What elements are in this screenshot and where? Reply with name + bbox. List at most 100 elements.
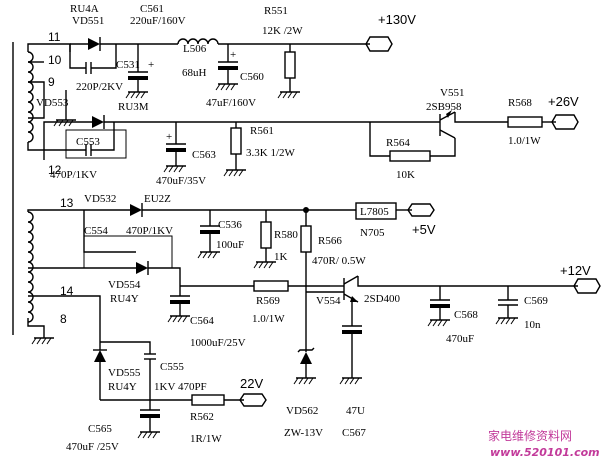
c569-label: C569	[524, 295, 548, 307]
c555-label: C555	[160, 361, 184, 373]
c563-label: C563	[192, 149, 216, 161]
c536-value: 100uF	[216, 239, 244, 251]
pin-8: 8	[60, 312, 67, 326]
r566-label: R566	[318, 235, 342, 247]
pin-14: 14	[60, 284, 74, 298]
c564-value: 1000uF/25V	[190, 337, 246, 349]
ground-icon	[125, 91, 148, 99]
c561-value: 220uF/160V	[130, 15, 186, 27]
capacitor-c564	[170, 295, 190, 304]
resistor-r564	[389, 150, 431, 162]
r551-value: 12K /2W	[262, 25, 303, 37]
c531-label: C531	[116, 59, 140, 71]
c553-label: C553	[76, 136, 100, 148]
l506-label: L506	[183, 43, 207, 55]
capacitor-c567	[342, 325, 362, 334]
pin-12: 12	[48, 163, 62, 177]
rail-12v: +12V	[560, 263, 591, 278]
ground-icon	[163, 165, 186, 173]
vd532-label: VD532	[84, 193, 116, 205]
capacitor-c568	[430, 299, 450, 308]
ground-icon	[427, 319, 450, 327]
resistor-r566	[300, 225, 312, 253]
c554-label: C554	[84, 225, 108, 237]
vd553-label: VD553	[36, 97, 69, 109]
capacitor-c563: +	[166, 131, 186, 152]
c531-value: 220P/2KV	[76, 81, 123, 93]
r551-label: R551	[264, 5, 288, 17]
v551-type: 2SB958	[426, 101, 462, 113]
ground-icon	[197, 251, 220, 259]
c569-value: 10n	[524, 319, 541, 331]
pin-10: 10	[48, 53, 62, 67]
regulator-l7805	[355, 202, 397, 220]
capacitor-c560: +	[218, 49, 238, 70]
r564-label: R564	[386, 137, 410, 149]
c555-value: 1KV 470PF	[154, 381, 207, 393]
r561-value: 3.3K 1/2W	[246, 147, 296, 159]
v554-label: V554	[316, 295, 341, 307]
diode-vd555	[93, 349, 107, 362]
watermark-url: www.520101.com	[490, 446, 600, 459]
upper-winding	[27, 51, 34, 143]
r569-value: 1.0/1W	[252, 313, 285, 325]
vd554-label: VD554	[108, 279, 141, 291]
c563-value: 470uF/35V	[156, 175, 206, 187]
c565-label: C565	[88, 423, 112, 435]
c567-label: C567	[342, 427, 366, 439]
v551-label: V551	[440, 87, 464, 99]
svg-text:+: +	[148, 59, 154, 71]
diode-vd551	[88, 37, 101, 51]
svg-text:+: +	[230, 49, 236, 61]
ground-icon	[495, 317, 518, 325]
n705-label: N705	[360, 227, 385, 239]
eu2z-label: EU2Z	[144, 193, 171, 205]
watermark-cn: 家电维修资料网	[488, 428, 572, 443]
ground-icon	[223, 169, 246, 177]
transistor-v551	[439, 110, 456, 139]
vd555-label: VD555	[108, 367, 141, 379]
terminal-12v	[573, 278, 601, 294]
ru4a-label: RU4A	[70, 3, 99, 15]
capacitor-c565	[140, 409, 160, 418]
capacitor-c531	[85, 62, 92, 74]
c553-value: 470P/1KV	[50, 169, 97, 181]
l7805-label: L7805	[360, 206, 389, 218]
resistor-r561	[230, 127, 242, 155]
r568-value: 1.0/1W	[508, 135, 541, 147]
resistor-r568	[507, 116, 543, 128]
c567-value: 47U	[346, 405, 365, 417]
ground-icon	[277, 91, 300, 99]
capacitor-c569	[498, 299, 518, 306]
r580-label: R580	[274, 229, 298, 241]
lower-winding	[27, 211, 34, 323]
pin-9: 9	[48, 75, 55, 89]
c565-value: 470uF /25V	[66, 441, 119, 453]
transistor-v554	[330, 275, 359, 303]
rail-130v: +130V	[378, 12, 416, 27]
c554-value: 470P/1KV	[126, 225, 173, 237]
c560-value: 47uF/160V	[206, 97, 256, 109]
resistor-r580	[260, 221, 272, 249]
r562-value: 1R/1W	[190, 433, 222, 445]
wire-pin11	[27, 43, 71, 52]
resistor-r562	[191, 394, 225, 406]
capacitor-c536	[200, 225, 220, 234]
rail-5v: +5V	[412, 222, 436, 237]
c564-label: C564	[190, 315, 214, 327]
ground-icon	[215, 83, 238, 91]
ru3m-label: RU3M	[118, 101, 149, 113]
pin-13: 13	[60, 196, 74, 210]
vd554-type: RU4Y	[110, 293, 139, 305]
r562-label: R562	[190, 411, 214, 423]
r580-value: 1K	[274, 251, 288, 263]
diode-vd532	[130, 203, 143, 217]
terminal-26v	[551, 114, 579, 130]
capacitor-c555	[144, 353, 156, 360]
c561-label: C561	[140, 3, 164, 15]
ground-icon	[293, 377, 316, 385]
ground-icon	[339, 377, 362, 385]
c568-value: 470uF	[446, 333, 474, 345]
r564-value: 10K	[396, 169, 415, 181]
